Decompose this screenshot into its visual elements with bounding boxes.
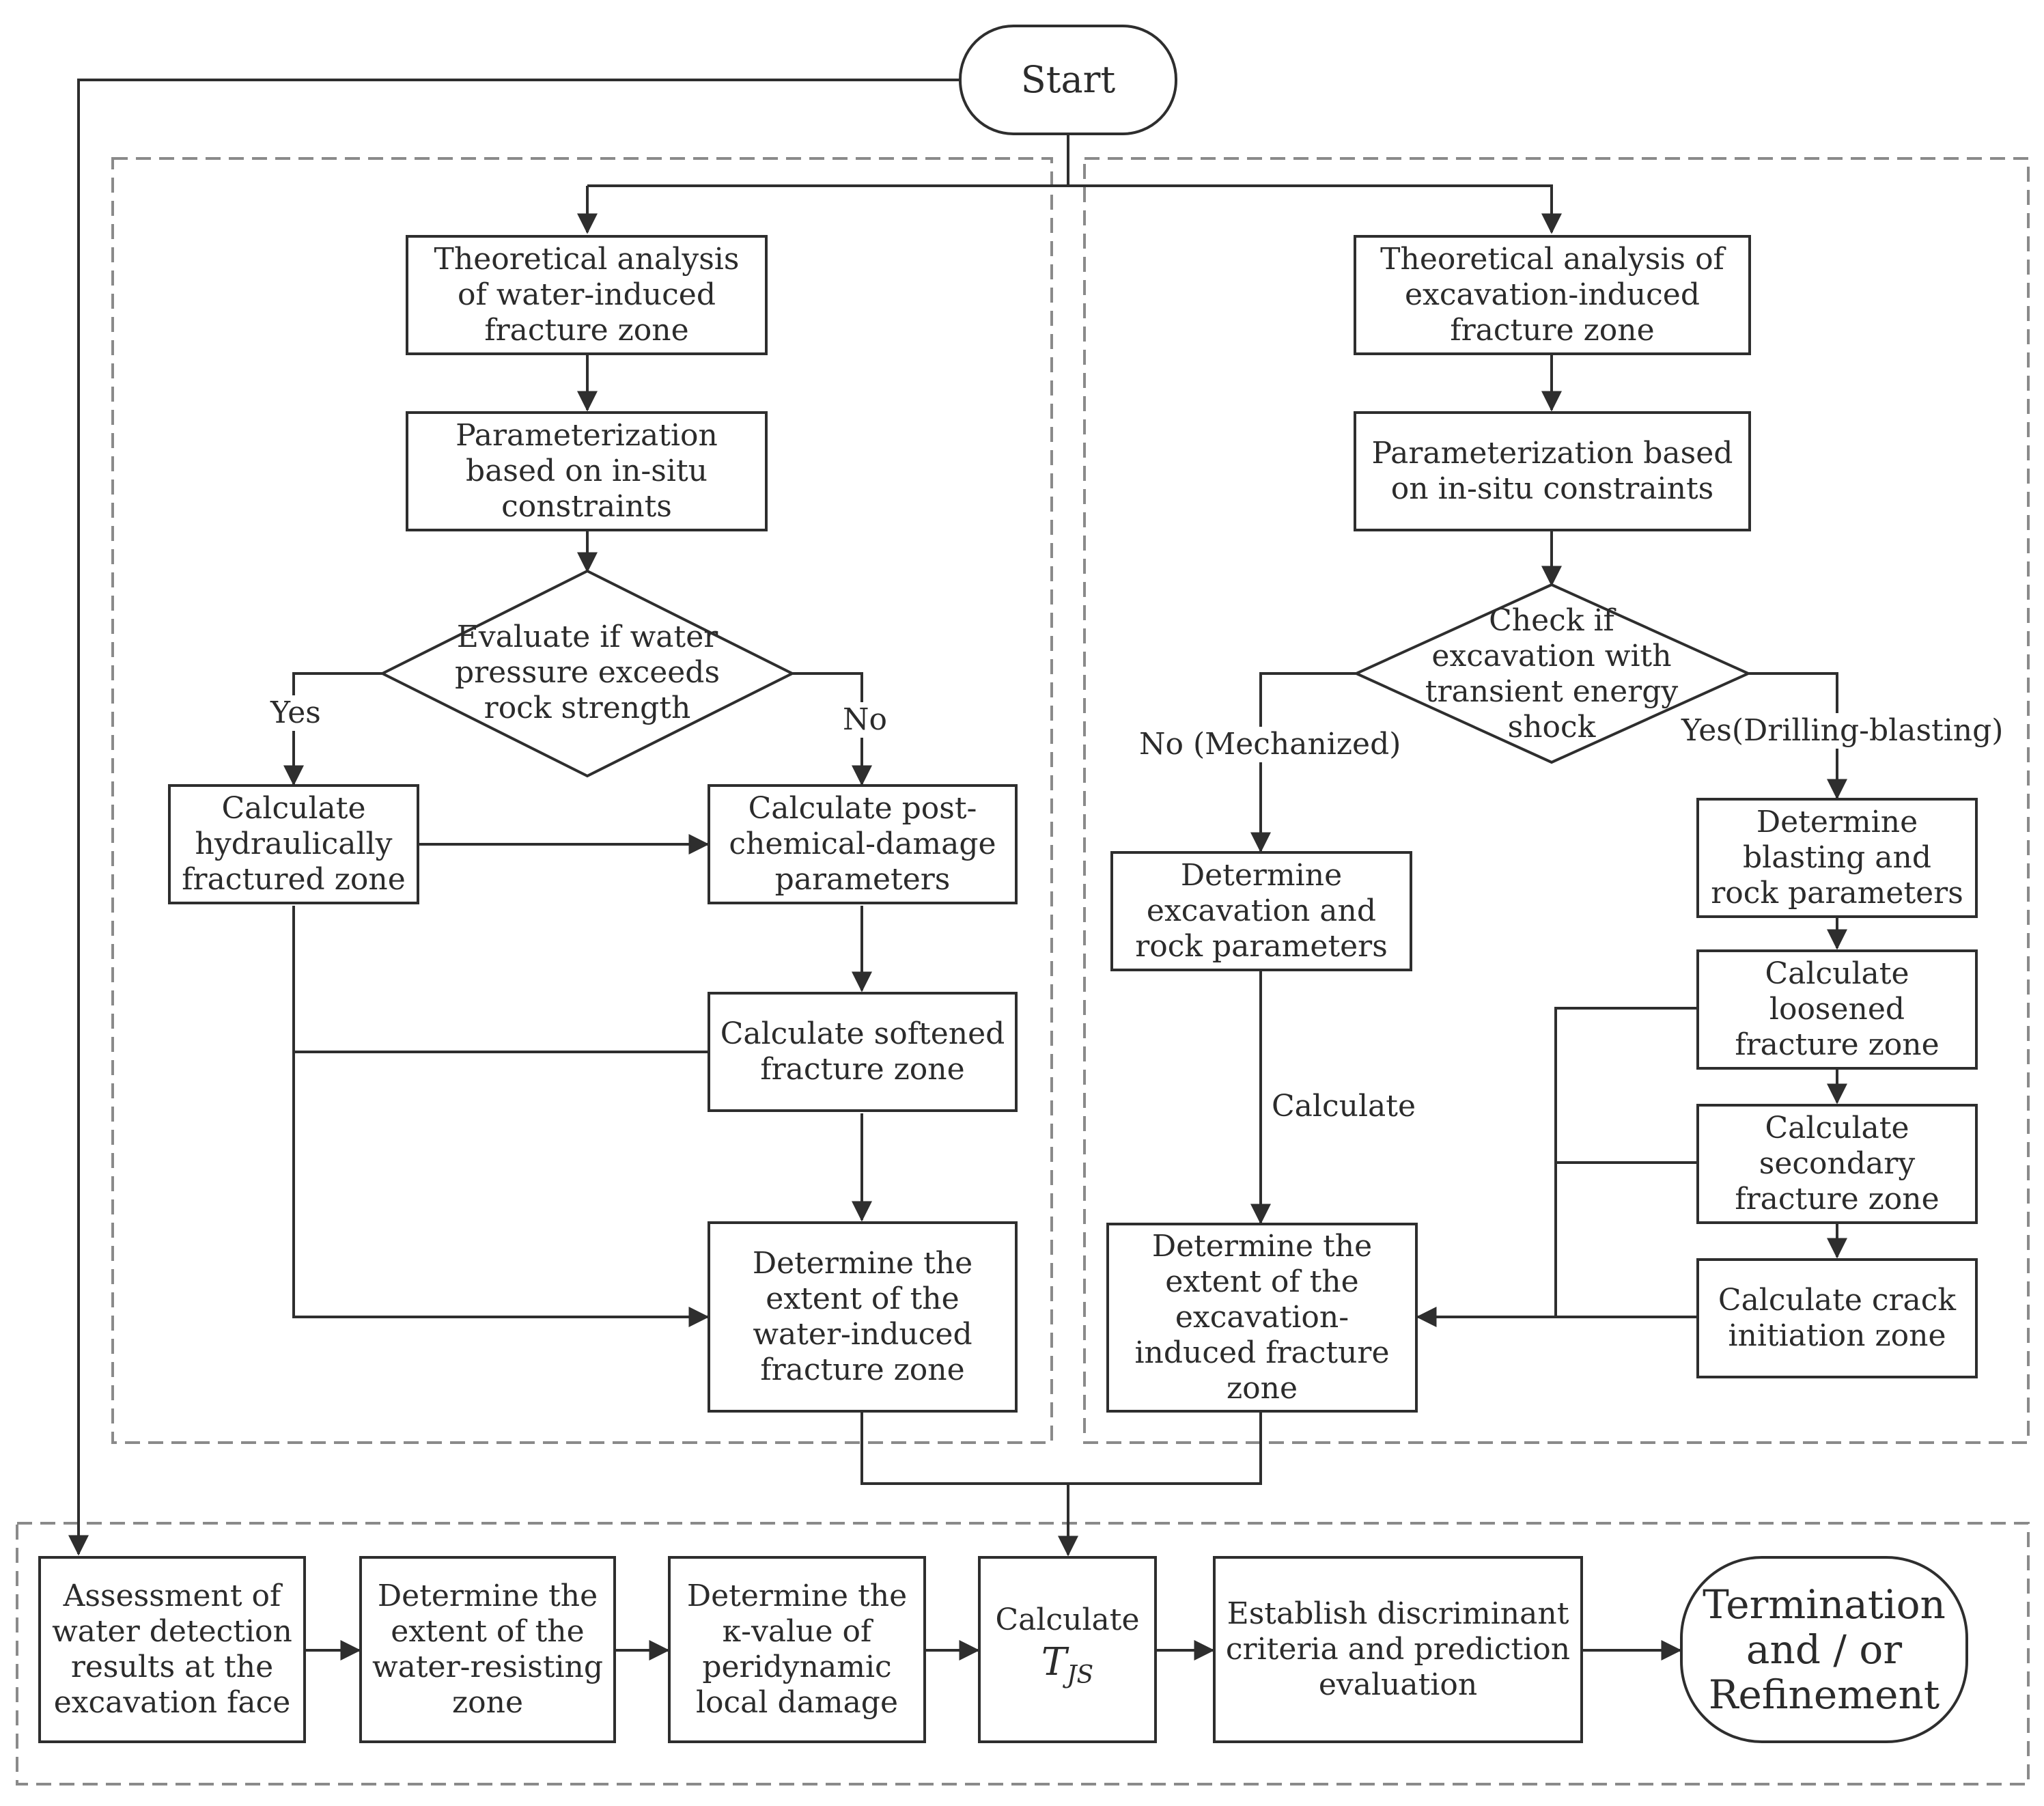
- start-to-assessment: [68, 79, 959, 1556]
- hyd-to-ext: [292, 906, 710, 1327]
- tjs-symbol: TJS: [1041, 1640, 1094, 1690]
- start-terminal: Start: [959, 25, 1177, 135]
- blasting-params-box: Determine blasting and rock parameters: [1696, 798, 1978, 918]
- calculate-tjs-box: Calculate TJS: [978, 1556, 1157, 1743]
- secondary-zone-box: Calculate secondary fracture zone: [1696, 1104, 1978, 1224]
- mechanized-label: No (Mechanized): [1136, 727, 1404, 762]
- water-theory-box: Theoretical analysis of water-induced fr…: [406, 235, 768, 355]
- water-detection-assessment-box: Assessment of water detection results at…: [38, 1556, 306, 1743]
- water-extent-box: Determine the extent of the water-induce…: [708, 1221, 1018, 1413]
- water-ext-to-merge: [860, 1413, 1262, 1485]
- start-to-branches: [587, 135, 1069, 187]
- drilling-blasting-label: Yes(Drilling-blasting): [1679, 713, 2006, 749]
- crack-initiation-box: Calculate crack initiation zone: [1696, 1258, 1978, 1378]
- calculate-tjs-label: Calculate: [995, 1602, 1140, 1638]
- loose-to-trunk: [1554, 1007, 1696, 1317]
- softened-fracture-box: Calculate softened fracture zone: [708, 992, 1018, 1112]
- water-decision-diamond: [379, 569, 796, 778]
- excavation-extent-box: Determine the extent of the excavation- …: [1106, 1223, 1418, 1413]
- decision-yes: [283, 672, 382, 786]
- decision-no: [792, 672, 872, 786]
- decision-mech: [1250, 672, 1356, 853]
- start-to-excavation-branch: [1068, 184, 1562, 234]
- termination-refinement-terminal: Termination and / or Refinement: [1680, 1556, 1968, 1743]
- hydraulic-fracture-box: Calculate hydraulically fractured zone: [168, 784, 419, 904]
- water-no-label: No: [840, 702, 890, 738]
- chemical-damage-box: Calculate post- chemical-damage paramete…: [708, 784, 1018, 904]
- calculate-label: Calculate: [1269, 1089, 1418, 1124]
- water-yes-label: Yes: [268, 695, 324, 731]
- water-resisting-zone-box: Determine the extent of the water-resist…: [359, 1556, 616, 1743]
- excavation-parameterization-box: Parameterization based on in-situ constr…: [1354, 411, 1751, 531]
- water-parameterization-box: Parameterization based on in-situ constr…: [406, 411, 768, 531]
- excavation-rock-params-box: Determine excavation and rock parameters: [1110, 851, 1412, 971]
- excavation-decision-text: Check if excavation with transient energ…: [1425, 603, 1679, 745]
- kappa-value-box: Determine the κ-value of peridynamic loc…: [668, 1556, 926, 1743]
- bottom-group-frame: [16, 1522, 2030, 1786]
- excavation-decision-diamond: [1353, 583, 1752, 764]
- water-group-frame: [111, 157, 1053, 1444]
- water-decision-text: Evaluate if water pressure exceeds rock …: [454, 620, 720, 725]
- excavation-theory-box: Theoretical analysis of excavation-induc…: [1354, 235, 1751, 355]
- discriminant-criteria-box: Establish discriminant criteria and pred…: [1213, 1556, 1583, 1743]
- excavation-group-frame: [1083, 157, 2030, 1444]
- decision-blast: [1748, 672, 1847, 800]
- loosened-zone-box: Calculate loosened fracture zone: [1696, 949, 1978, 1070]
